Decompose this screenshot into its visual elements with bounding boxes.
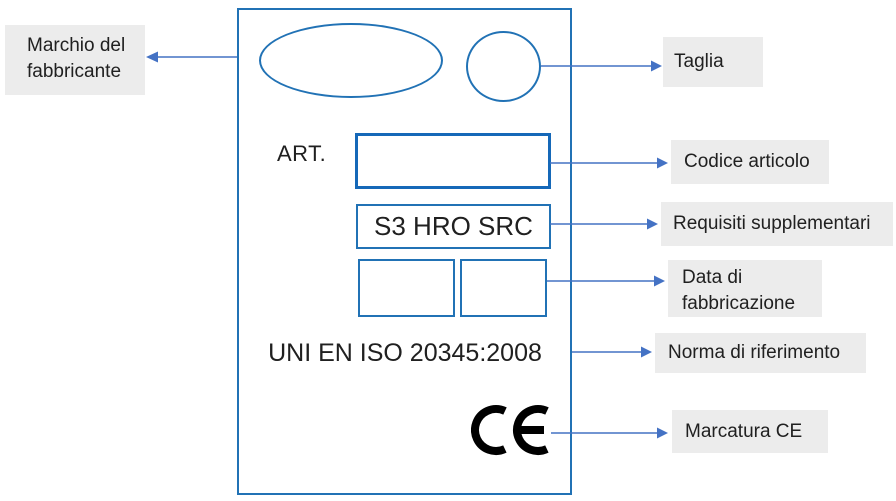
label-card-outline bbox=[237, 8, 572, 495]
callout-article-code: Codice articolo bbox=[671, 140, 829, 184]
supplementary-marking-box: S3 HRO SRC bbox=[356, 204, 551, 249]
callout-reference-standard: Norma di riferimento bbox=[655, 333, 866, 373]
callout-manufacturer: Marchio del fabbricante bbox=[5, 25, 145, 95]
callout-ce-marking: Marcatura CE bbox=[672, 410, 828, 453]
article-code-box bbox=[355, 133, 551, 189]
ce-marking-icon bbox=[471, 405, 555, 455]
callout-supplementary-requirements-text: Requisiti supplementari bbox=[673, 213, 871, 234]
callout-ce-marking-text: Marcatura CE bbox=[685, 420, 803, 442]
callout-manufacture-date: Data di fabbricazione bbox=[668, 260, 822, 317]
manufacturer-logo-ellipse bbox=[259, 23, 443, 98]
callout-manufacture-date-text: Data di fabbricazione bbox=[682, 267, 796, 314]
size-circle bbox=[466, 31, 541, 102]
callout-manufacturer-text: Marchio del fabbricante bbox=[27, 35, 126, 82]
manufacture-date-box-month bbox=[358, 259, 455, 317]
callout-supplementary-requirements: Requisiti supplementari bbox=[661, 202, 893, 246]
callout-size-text: Taglia bbox=[674, 51, 724, 72]
callout-size: Taglia bbox=[663, 37, 763, 87]
callout-reference-standard-text: Norma di riferimento bbox=[668, 342, 841, 363]
callout-article-code-text: Codice articolo bbox=[684, 151, 810, 172]
reference-standard-text: UNI EN ISO 20345:2008 bbox=[268, 339, 542, 367]
arrow-manufacturer bbox=[146, 51, 237, 63]
supplementary-marking-text: S3 HRO SRC bbox=[374, 211, 533, 241]
arrow-reference-standard bbox=[572, 346, 652, 358]
art-prefix-label: ART. bbox=[277, 141, 327, 166]
manufacture-date-box-year bbox=[460, 259, 547, 317]
